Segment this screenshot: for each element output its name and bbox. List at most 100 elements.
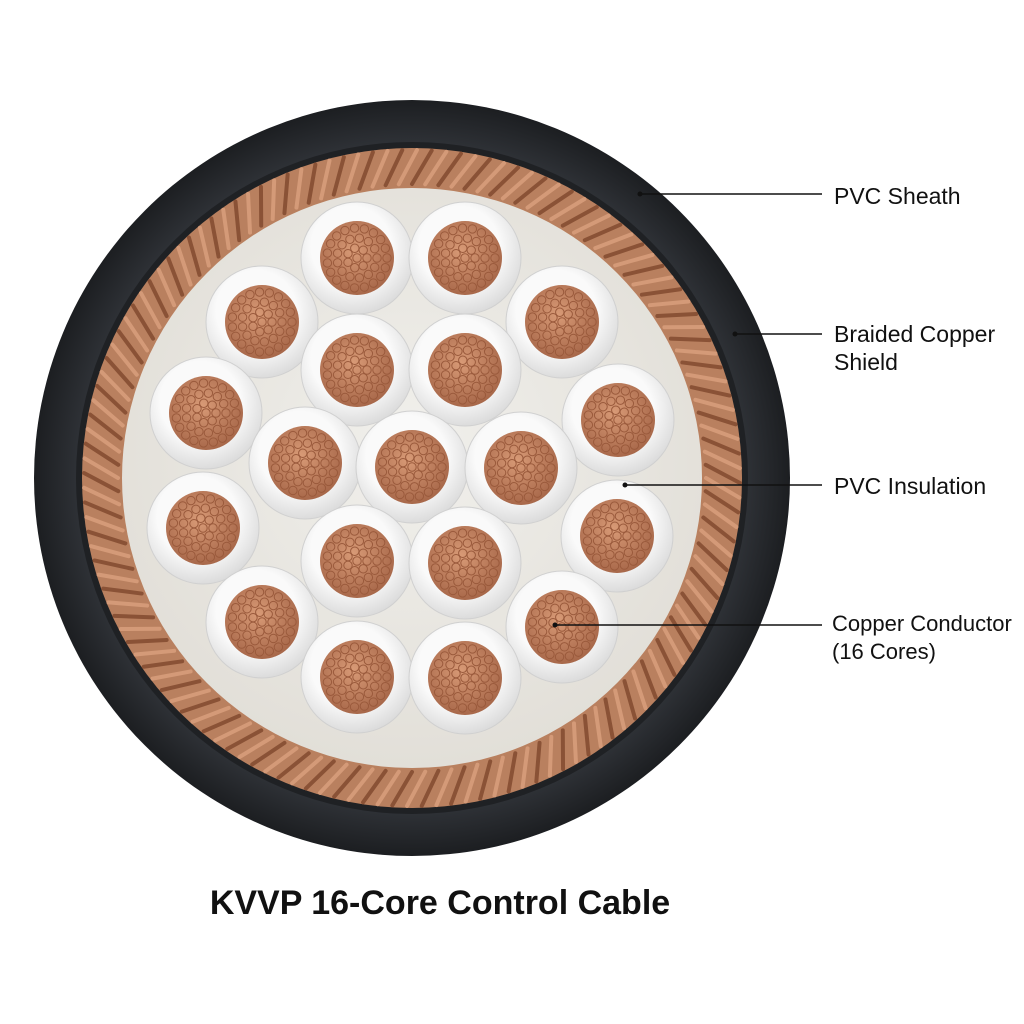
braid-strand (478, 759, 493, 801)
conductor-strand (267, 317, 277, 327)
conductor-strand (471, 236, 482, 247)
conductor-strand (575, 613, 585, 623)
conductor-strand (331, 231, 342, 241)
conductor-strand (476, 583, 487, 593)
conductor-strand (496, 458, 507, 468)
conductor-strand (601, 387, 611, 398)
conductor-strand (527, 479, 538, 490)
conductor-strand (527, 322, 538, 332)
conductor-strand (345, 384, 355, 394)
conductor-strand (279, 436, 290, 446)
conductor-strand (470, 365, 480, 375)
conductor-strand (287, 617, 297, 627)
conductor-strand (194, 427, 204, 437)
conductor-strand (453, 234, 463, 244)
conductor-strand (191, 504, 201, 514)
conductor-strand (216, 514, 226, 524)
braid-strand (123, 316, 150, 353)
conductor-strand (368, 647, 379, 657)
conductor-strand (285, 607, 296, 617)
conductor-strand (345, 234, 355, 244)
conductor-strand (311, 474, 322, 485)
conductor-strand (255, 327, 265, 337)
conductor-strand (230, 303, 241, 313)
conductor-strand (467, 224, 478, 234)
conductor-strand (354, 233, 365, 243)
conductor-strand (345, 272, 355, 282)
braid-strand (101, 586, 144, 596)
conductor-strand (264, 588, 275, 598)
conductor-strand (224, 389, 235, 400)
conductor-strand (478, 682, 488, 692)
braid-strand (197, 225, 211, 268)
conductor-strand (245, 289, 255, 300)
conductor-strand (214, 498, 225, 508)
conductor-strand (302, 438, 313, 448)
braid-strand (169, 688, 211, 704)
conductor-strand (322, 667, 333, 677)
conductor-strand (268, 333, 279, 344)
conductor-strand (462, 273, 473, 283)
conductor-strand (242, 604, 252, 614)
conductor-strand (358, 664, 368, 674)
conductor-strand (585, 612, 596, 622)
conductor-strand (237, 312, 248, 322)
conductor-strand (340, 225, 350, 236)
insulated-core (248, 406, 362, 520)
braid-strand (662, 626, 685, 665)
insulated-core (408, 506, 522, 620)
braid-strand (201, 713, 242, 734)
conductor-strand (386, 484, 397, 494)
conductor-strand (437, 462, 447, 472)
conductor-strand (605, 550, 615, 560)
conductor-strand (513, 493, 524, 503)
conductor-strand (439, 580, 450, 590)
conductor-strand (478, 567, 488, 577)
conductor-strand (372, 365, 382, 375)
conductor-strand (337, 569, 347, 579)
conductor-strand (550, 641, 560, 651)
conductor-strand (488, 683, 499, 693)
braid-strand (703, 462, 742, 485)
conductor-strand (457, 395, 468, 405)
insulated-core (505, 265, 619, 379)
conductor-strand (221, 504, 232, 515)
conductor-strand (501, 450, 511, 460)
conductor-strand (504, 435, 514, 446)
conductor-strand (568, 605, 579, 616)
conductor-strand (375, 574, 386, 585)
conductor-strand (544, 453, 555, 463)
conductor-strand (610, 445, 621, 455)
conductor-strand (293, 477, 303, 487)
conductor-strand (448, 700, 458, 711)
conductor-strand (557, 622, 567, 632)
conductor-strand (237, 612, 248, 622)
conductor-strand (263, 309, 273, 319)
conductor-strand (328, 468, 339, 478)
braid-strand (513, 176, 548, 205)
conductor-strand (343, 551, 353, 562)
conductor-strand (619, 560, 630, 570)
conductor-strand (567, 622, 577, 632)
leader-dot-sheath (637, 191, 643, 197)
braid-strand (560, 205, 599, 228)
conductor-strand (527, 627, 538, 637)
conductor-strand (598, 402, 608, 412)
conductor-strand (597, 518, 607, 528)
conductor-strand (337, 543, 347, 553)
conductor-strand (439, 275, 450, 285)
conductor-strand (430, 360, 441, 370)
braid-strand (250, 740, 287, 767)
conductor-strand (598, 428, 608, 438)
conductor-strand (593, 420, 604, 430)
conductor-strand (358, 245, 368, 255)
conductor-strand (587, 622, 597, 632)
conductor-strand (354, 273, 365, 283)
conductor-strand (462, 578, 473, 588)
conductor-strand (322, 248, 333, 258)
braid-strand (571, 721, 578, 765)
conductor-strand (362, 672, 372, 682)
conductor-strand (573, 292, 584, 302)
conductor-strand (363, 655, 374, 666)
conductor-strand (582, 526, 593, 536)
